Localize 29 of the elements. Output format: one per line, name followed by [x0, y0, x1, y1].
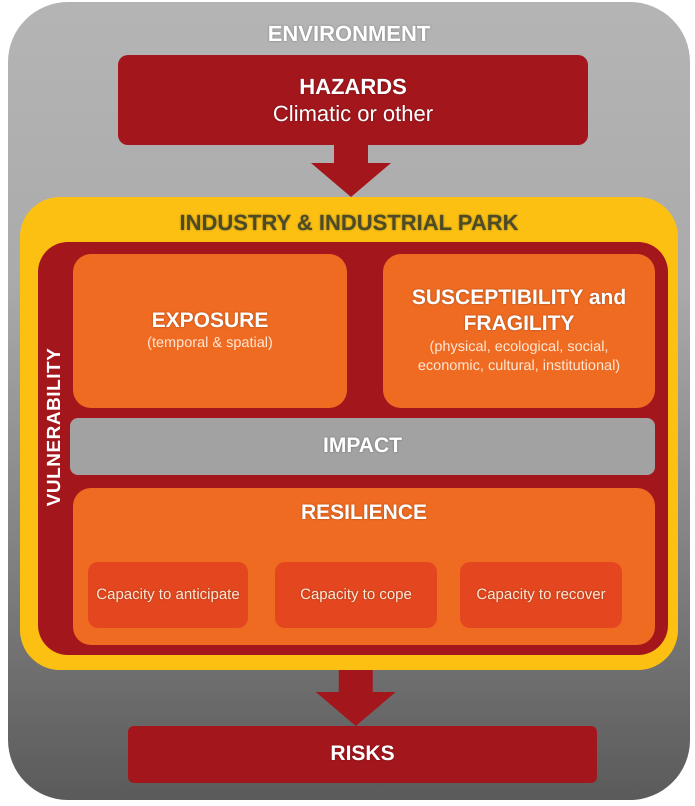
node-subtitle: (temporal & spatial)	[147, 334, 273, 354]
node-title: HAZARDS	[299, 72, 407, 100]
arrow	[316, 670, 396, 726]
node-subtitle: Climatic or other	[272, 100, 434, 128]
hazard-box	[118, 55, 588, 145]
factor-box	[383, 254, 655, 408]
capacity-label: Capacity to recover	[476, 586, 606, 604]
factor-box	[73, 254, 347, 408]
node-title: ENVIRONMENT	[268, 20, 430, 48]
node-title: RISKS	[330, 741, 395, 768]
capacity-label: Capacity to anticipate	[96, 586, 240, 604]
capacity-box	[460, 562, 622, 628]
capacity-box	[88, 562, 248, 628]
node-title: INDUSTRY & INDUSTRIAL PARK	[180, 209, 518, 236]
industrial-park-panel	[20, 197, 678, 670]
node-title: RESILIENCE	[300, 500, 428, 526]
vertical-label: VULNERABILITY	[44, 348, 66, 506]
risk-box	[128, 726, 597, 783]
capacity-label: Capacity to cope	[300, 586, 412, 604]
node-subtitle: (physical, ecological, social, economic, cultural, institutional)	[416, 338, 622, 376]
environment-panel	[8, 2, 690, 800]
arrow	[311, 145, 391, 197]
node-title: EXPOSURE	[152, 308, 268, 334]
resilience-panel	[73, 488, 655, 645]
node-title: SUSCEPTIBILITY and FRAGILITY	[410, 285, 628, 338]
capacity-box	[275, 562, 437, 628]
vulnerability-panel	[38, 242, 668, 655]
node-title: IMPACT	[323, 433, 402, 460]
impact-bar	[70, 418, 655, 475]
